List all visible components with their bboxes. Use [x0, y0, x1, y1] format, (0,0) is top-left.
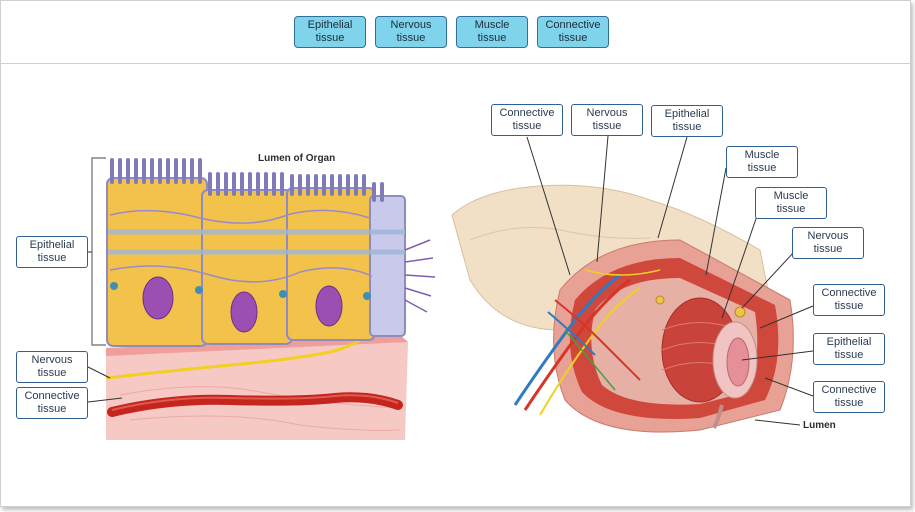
lumen-shape — [726, 337, 750, 387]
nucleus-shape — [142, 276, 174, 320]
lumen-of-organ-caption: Lumen of Organ — [258, 153, 336, 164]
lumen-caption: Lumen — [803, 420, 836, 431]
connective-layer-shape — [106, 335, 408, 440]
epithelial-cells — [106, 158, 436, 347]
blood-vessel-shape — [107, 392, 403, 417]
nucleus-shape — [315, 285, 343, 327]
nucleus-shape — [230, 291, 258, 333]
nerve-fiber-shape — [105, 331, 371, 380]
right-leader-lines — [526, 135, 814, 426]
